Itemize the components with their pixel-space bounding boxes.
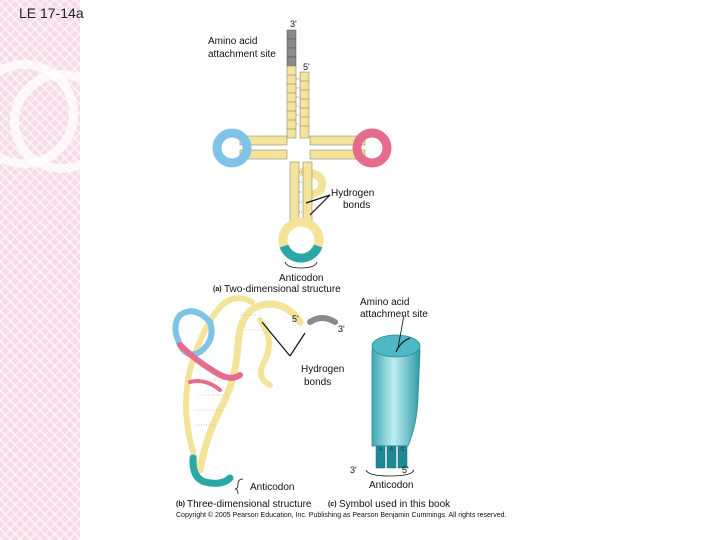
trna-3d-ribbon: 5' 3' Hydrogen bonds Anticodon (b) Three… bbox=[175, 298, 345, 510]
3d-hbond-label-line1: Hydrogen bbox=[301, 364, 344, 375]
trna-symbol: A A G Amino acid attachment site 3' 5' A… bbox=[328, 297, 451, 510]
3d-hbond-label-line2: bonds bbox=[304, 377, 331, 388]
caption-b-tag: (b) bbox=[176, 501, 185, 508]
caption-c-tag: (c) bbox=[328, 501, 337, 508]
symbol-end-3-label: 3' bbox=[350, 465, 357, 475]
symbol-anticodon-label: Anticodon bbox=[369, 480, 413, 491]
anticodon-loop bbox=[283, 222, 319, 268]
symbol-amino-site-line2: attachment site bbox=[360, 309, 428, 320]
3d-anticodon-label: Anticodon bbox=[250, 482, 294, 493]
hbond-label-line1: Hydrogen bbox=[331, 188, 374, 199]
acceptor-tail bbox=[287, 30, 296, 66]
amino-site-label-line2: attachment site bbox=[208, 49, 276, 60]
amino-site-label-line1: Amino acid bbox=[208, 36, 257, 47]
copyright-notice: Copyright © 2005 Pearson Education, Inc.… bbox=[176, 511, 506, 519]
end-5-label: 5' bbox=[303, 62, 310, 72]
caption-b: Three-dimensional structure bbox=[187, 499, 312, 510]
anticodon-label: Anticodon bbox=[279, 273, 323, 284]
3d-end-3-label: 3' bbox=[338, 324, 345, 334]
caption-a: Two-dimensional structure bbox=[224, 284, 341, 295]
3d-end-5-label: 5' bbox=[292, 314, 299, 324]
end-3-label: 3' bbox=[290, 19, 297, 29]
acceptor-stem bbox=[287, 66, 309, 138]
anticodon-base: G bbox=[401, 447, 405, 453]
caption-c: Symbol used in this book bbox=[339, 499, 451, 510]
symbol-amino-site-line1: Amino acid bbox=[360, 297, 409, 308]
cloverleaf-2d: 3' 5' Amino acid attachment site Hydroge… bbox=[208, 19, 387, 295]
hbond-label-line2: bonds bbox=[343, 200, 370, 211]
d-arm bbox=[217, 133, 287, 163]
caption-a-tag: (a) bbox=[213, 286, 222, 293]
symbol-end-5-label: 5' bbox=[402, 465, 409, 475]
t-arm bbox=[310, 133, 387, 163]
